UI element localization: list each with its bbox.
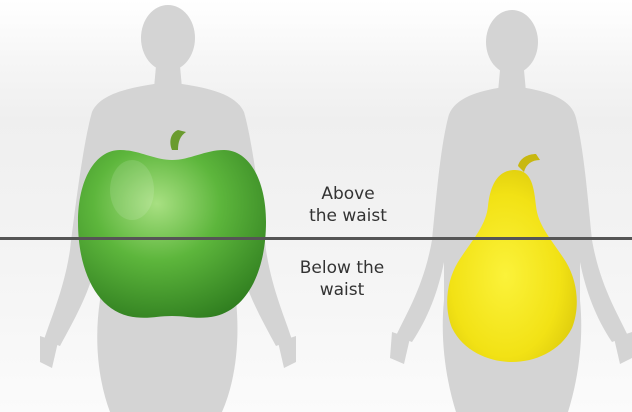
above-waist-label: Above the waist [278, 183, 418, 227]
below-waist-label: Below the waist [272, 257, 412, 301]
waist-line [0, 237, 632, 240]
